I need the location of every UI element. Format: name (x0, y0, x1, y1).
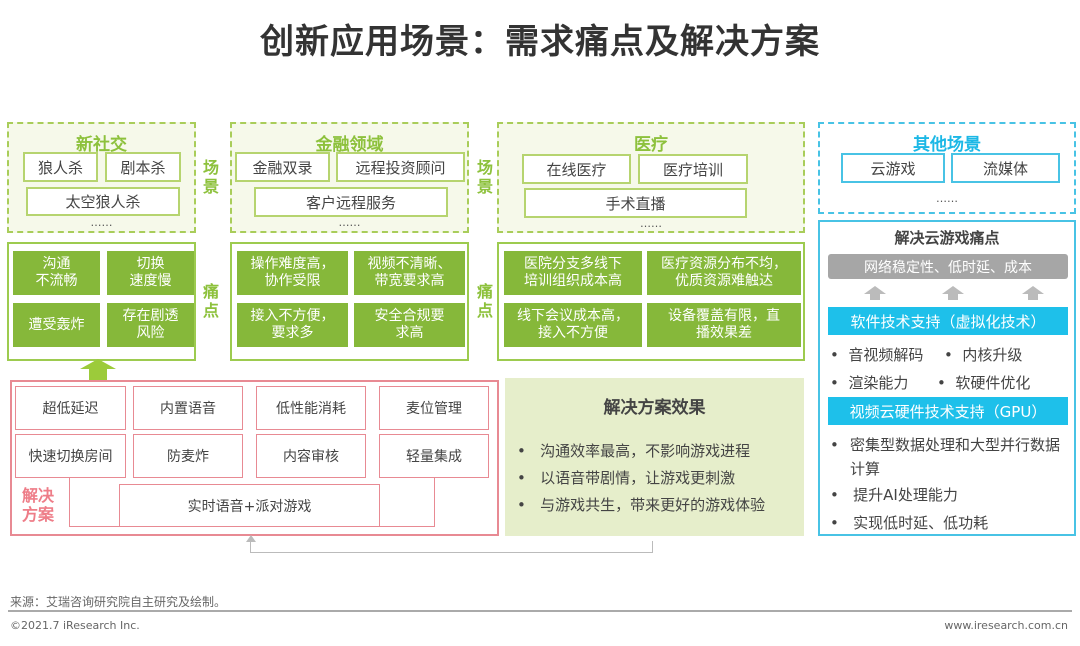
connector-line (69, 478, 121, 527)
pain-cell: 操作难度高， 协作受限 (237, 251, 348, 295)
copyright: ©2021.7 iResearch Inc. (10, 619, 140, 632)
core-solution: 实时语音+派对游戏 (119, 484, 380, 527)
scene-item: 在线医疗 (522, 154, 631, 184)
pain-cell: 接入不方便， 要求多 (237, 303, 348, 347)
pain-cell: 线下会议成本高， 接入不方便 (504, 303, 642, 347)
effect-text: 沟通效率最高，不影响游戏进程 (540, 442, 751, 460)
effects-title: 解决方案效果 (603, 398, 706, 418)
scene-item: 客户远程服务 (254, 187, 448, 217)
page-title: 创新应用场景：需求痛点及解决方案 (260, 22, 820, 62)
cloud-title: 解决云游戏痛点 (894, 229, 1000, 247)
hardware-item: •密集型数据处理和大型并行数据计算 (830, 433, 1070, 481)
pain-box-medical: 医院分支多线下 培训组织成本高 医疗资源分布不均， 优质资源难触达 线下会议成本… (497, 242, 805, 361)
effect-item: • 沟通效率最高，不影响游戏进程 (517, 442, 751, 460)
pain-box-social: 沟通 不流畅 切换 速度慢 遭受轰炸 存在剧透 风险 (7, 242, 196, 361)
feature-item: 低性能消耗 (256, 386, 366, 430)
ellipsis: …… (90, 216, 113, 229)
connector-line (378, 478, 435, 527)
effect-text: 与游戏共生，带来更好的游戏体验 (540, 496, 766, 514)
ellipsis: …… (640, 217, 662, 230)
feature-item: 轻量集成 (379, 434, 489, 478)
cloud-gaming-box: 解决云游戏痛点 网络稳定性、低时延、成本 软件技术支持（虚拟化技术） • 音视频… (818, 220, 1076, 536)
pain-bar: 网络稳定性、低时延、成本 (828, 254, 1068, 279)
arrow-up-icon (1022, 286, 1044, 300)
pain-label: 痛点 (477, 282, 494, 320)
software-item-text: 内核升级 (962, 346, 1023, 364)
feature-item: 超低延迟 (15, 386, 126, 430)
arrow-up-icon (942, 286, 964, 300)
scene-box-other: 其他场景 云游戏 流媒体 …… (818, 122, 1076, 214)
scene-item: 剧本杀 (105, 152, 181, 182)
feature-item: 防麦炸 (133, 434, 243, 478)
pain-label: 痛点 (203, 282, 220, 320)
scene-label: 场景 (477, 158, 494, 196)
ellipsis: …… (338, 216, 361, 229)
pain-cell: 沟通 不流畅 (13, 251, 100, 295)
up-arrow-icon (80, 359, 116, 381)
scene-item: 医疗培训 (638, 154, 748, 184)
pain-cell: 切换 速度慢 (107, 251, 194, 295)
pain-cell: 医院分支多线下 培训组织成本高 (504, 251, 642, 295)
scene-item: 手术直播 (524, 188, 747, 218)
scene-box-social: 新社交 狼人杀 剧本杀 太空狼人杀 …… (7, 122, 196, 233)
arrow-up-icon (246, 535, 256, 542)
effect-text: 以语音带剧情，让游戏更刺激 (540, 469, 736, 487)
pain-cell: 医疗资源分布不均， 优质资源难触达 (647, 251, 801, 295)
scene-item: 金融双录 (235, 152, 330, 182)
scene-item: 太空狼人杀 (26, 187, 180, 216)
scene-title: 医疗 (634, 135, 668, 155)
hardware-item-text: 密集型数据处理和大型并行数据计算 (850, 436, 1061, 478)
source-note: 来源：艾瑞咨询研究院自主研究及绘制。 (10, 595, 227, 609)
pain-cell: 视频不清晰、 带宽要求高 (354, 251, 465, 295)
feature-item: 麦位管理 (379, 386, 489, 430)
ellipsis: …… (936, 192, 958, 205)
pain-cell: 设备覆盖有限，直 播效果差 (647, 303, 801, 347)
solution-label: 解决方案 (22, 486, 55, 524)
scene-item: 流媒体 (951, 153, 1060, 183)
feature-item: 内容审核 (256, 434, 366, 478)
scene-item: 云游戏 (841, 153, 945, 183)
hardware-item: • 提升AI处理能力 (830, 486, 958, 504)
effects-box: 解决方案效果 • 沟通效率最高，不影响游戏进程 • 以语音带剧情，让游戏更刺激 … (505, 378, 804, 536)
scene-box-finance: 金融领域 金融双录 远程投资顾问 客户远程服务 …… (230, 122, 469, 233)
feature-item: 快速切换房间 (15, 434, 126, 478)
arrow-up-icon (864, 286, 886, 300)
scene-label: 场景 (203, 158, 220, 196)
pain-box-finance: 操作难度高， 协作受限 视频不清晰、 带宽要求高 接入不方便， 要求多 安全合规… (230, 242, 469, 361)
software-item: • 音视频解码 (830, 346, 924, 364)
effect-item: • 以语音带剧情，让游戏更刺激 (517, 469, 736, 487)
scene-title: 金融领域 (315, 135, 384, 155)
software-item-text: 音视频解码 (848, 346, 924, 364)
hardware-item-text: 提升AI处理能力 (853, 486, 958, 504)
software-item: • 渲染能力 (830, 374, 909, 392)
software-bar: 软件技术支持（虚拟化技术） (828, 307, 1068, 335)
software-item-text: 软硬件优化 (955, 374, 1031, 392)
feature-item: 内置语音 (133, 386, 243, 430)
scene-title: 新社交 (76, 135, 127, 155)
connector-line (250, 541, 653, 553)
hardware-item-text: 实现低时延、低功耗 (853, 514, 989, 532)
hardware-bar: 视频云硬件技术支持（GPU） (828, 397, 1068, 425)
scene-title: 其他场景 (913, 135, 981, 155)
scene-box-medical: 医疗 在线医疗 医疗培训 手术直播 …… (497, 122, 805, 233)
scene-item: 狼人杀 (23, 152, 98, 182)
footer-divider (8, 610, 1072, 612)
pain-cell: 遭受轰炸 (13, 303, 100, 347)
scene-item: 远程投资顾问 (336, 152, 465, 182)
software-item: • 软硬件优化 (937, 374, 1031, 392)
pain-cell: 存在剧透 风险 (107, 303, 194, 347)
software-item-text: 渲染能力 (848, 374, 909, 392)
website-link[interactable]: www.iresearch.com.cn (944, 619, 1068, 632)
pain-cell: 安全合规要 求高 (354, 303, 465, 347)
effect-item: • 与游戏共生，带来更好的游戏体验 (517, 496, 766, 514)
software-item: • 内核升级 (944, 346, 1023, 364)
solution-box: 超低延迟 内置语音 低性能消耗 麦位管理 快速切换房间 防麦炸 内容审核 轻量集… (10, 380, 499, 536)
hardware-item: • 实现低时延、低功耗 (830, 514, 989, 532)
